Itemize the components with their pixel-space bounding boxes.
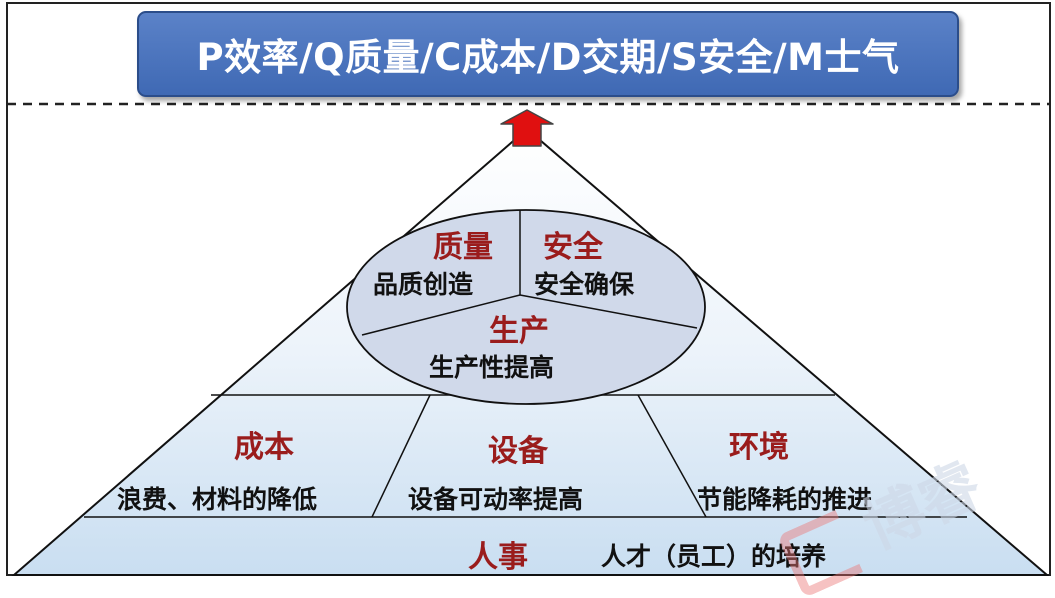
hr-desc: 人才（员工）的培养	[601, 542, 827, 571]
goals-banner: P效率/Q质量/C成本/D交期/S安全/M士气	[137, 11, 959, 97]
environment-desc: 节能降耗的推进	[697, 485, 873, 514]
quality-title: 质量	[433, 230, 493, 265]
safety-desc: 安全确保	[534, 270, 635, 299]
top-circle	[346, 209, 706, 405]
safety-title: 安全	[543, 230, 603, 265]
cost-desc: 浪费、材料的降低	[117, 485, 318, 514]
tier-separator-right	[637, 394, 707, 518]
quality-desc: 品质创造	[373, 270, 474, 299]
hr-title: 人事	[468, 540, 528, 575]
production-title: 生产	[489, 314, 549, 349]
tier-separator-left	[371, 394, 431, 518]
circle-divider-right	[519, 294, 698, 329]
goals-banner-text: P效率/Q质量/C成本/D交期/S安全/M士气	[196, 36, 900, 79]
up-arrow-icon	[500, 109, 554, 147]
environment-title: 环境	[729, 430, 789, 465]
circle-divider-left	[361, 294, 521, 336]
equipment-desc: 设备可动率提高	[408, 485, 584, 514]
production-desc: 生产性提高	[429, 353, 555, 382]
cost-title: 成本	[234, 430, 294, 465]
equipment-title: 设备	[488, 434, 548, 469]
